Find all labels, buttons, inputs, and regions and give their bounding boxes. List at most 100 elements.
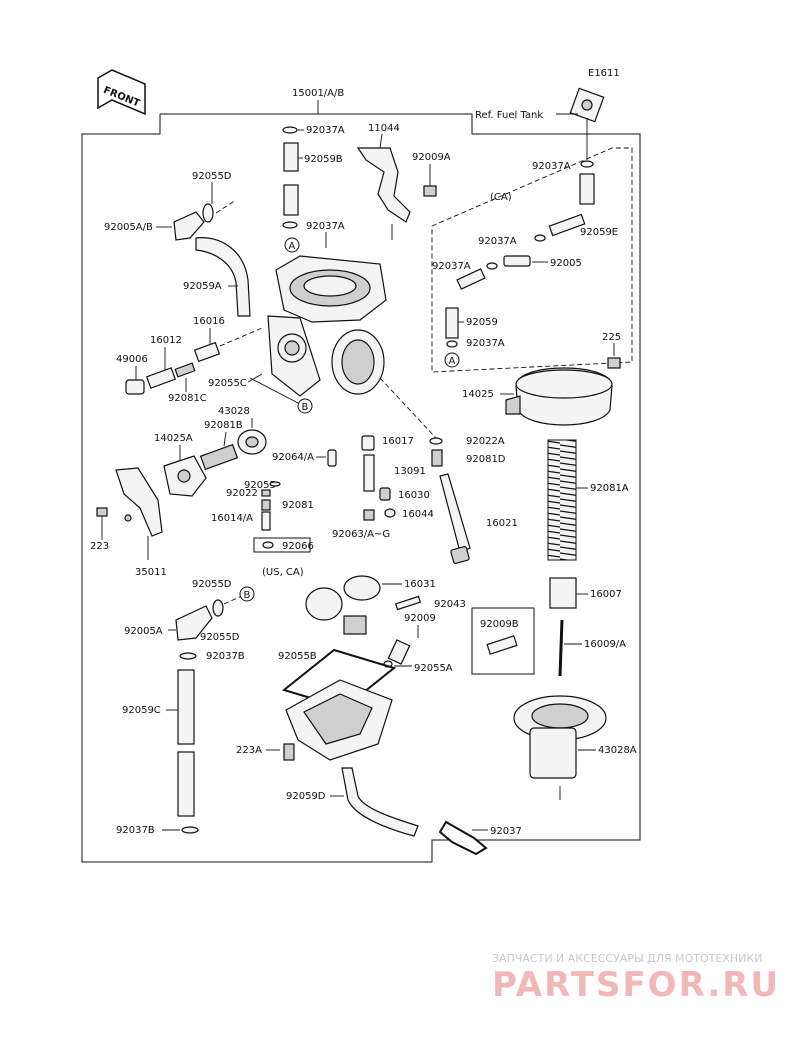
label-92059d: 92059D xyxy=(286,791,326,802)
label-13091: 13091 xyxy=(394,466,426,477)
label-92059c: 92059C xyxy=(122,705,161,716)
box-92009b xyxy=(471,607,535,675)
screw-225 xyxy=(607,357,621,369)
ca-subsection-frame xyxy=(431,147,633,373)
screw-223a xyxy=(283,743,295,761)
label-16044: 16044 xyxy=(402,509,434,520)
screw-92009b xyxy=(486,635,518,655)
label-11044: 11044 xyxy=(368,123,400,134)
clamp-92037a-r1 xyxy=(580,160,594,168)
label-14025: 14025 xyxy=(462,389,494,400)
diagram-ref-code: E1611 xyxy=(588,68,620,79)
watermark-brand: PARTSFOR.RU xyxy=(492,965,780,1005)
label-92043: 92043 xyxy=(434,599,466,610)
label-16017: 16017 xyxy=(382,436,414,447)
ref-circle-b-mid: B xyxy=(297,398,313,414)
bracket-35011 xyxy=(115,467,163,537)
ref-circle-b-low: B xyxy=(239,586,255,602)
assembly-frame xyxy=(81,113,641,863)
oring-92055d xyxy=(202,203,214,223)
clamp-92037a-top xyxy=(282,126,298,134)
hose-92059c-upper xyxy=(177,669,195,745)
label-92055d-b: 92055D xyxy=(192,579,232,590)
pin-92043 xyxy=(394,595,422,611)
label-225: 225 xyxy=(602,332,621,343)
label-ca: (CA) xyxy=(490,192,512,203)
label-ref-fuel-tank: Ref. Fuel Tank xyxy=(475,110,543,121)
label-92037a-2: 92037A xyxy=(306,221,345,232)
label-main-assembly: 15001/A/B xyxy=(292,88,344,99)
holder-16007 xyxy=(549,577,577,609)
us-ca-box xyxy=(253,537,311,553)
label-92005ab: 92005A/B xyxy=(104,222,153,233)
label-92005: 92005 xyxy=(550,258,582,269)
spring-92081 xyxy=(261,499,271,511)
fitting-92005ab xyxy=(173,211,205,241)
spring-92081c xyxy=(174,362,196,378)
clamp-92037b-b xyxy=(181,826,199,834)
label-92037a-top: 92037A xyxy=(306,125,345,136)
holder-16044 xyxy=(384,508,396,518)
valve-92005 xyxy=(503,255,531,267)
clamp-92037b xyxy=(179,652,197,660)
svg-text:B: B xyxy=(302,402,309,413)
label-92081: 92081 xyxy=(282,500,314,511)
label-92037a-r2: 92037A xyxy=(478,236,517,247)
choke-assembly-16031 xyxy=(305,575,381,635)
label-49006: 49006 xyxy=(116,354,148,365)
label-92066: 92066 xyxy=(282,541,314,552)
fuel-tank-fitting xyxy=(556,87,605,123)
spring-92081a xyxy=(547,439,577,561)
top-cover-14025 xyxy=(505,367,613,426)
oring-92055 xyxy=(269,481,281,487)
float-bowl xyxy=(285,679,393,761)
label-92081b: 92081B xyxy=(204,420,243,431)
screw-223 xyxy=(96,507,108,517)
label-92081d: 92081D xyxy=(466,454,506,465)
ref-circle-a-top: A xyxy=(284,237,300,253)
carburetor-body xyxy=(267,255,387,397)
label-92037b-b: 92037B xyxy=(116,825,155,836)
screw-92009 xyxy=(387,639,411,665)
hose-92059b-lower xyxy=(283,184,299,216)
label-us-ca: (US, CA) xyxy=(262,567,304,578)
cap-49006 xyxy=(125,379,145,395)
label-92055c: 92055C xyxy=(208,378,247,389)
clamp-92037a-2 xyxy=(282,221,298,229)
label-92009: 92009 xyxy=(404,613,436,624)
ref-circle-a-right: A xyxy=(444,352,460,368)
clamp-92037 xyxy=(438,820,488,856)
oring-92055d-b xyxy=(212,599,224,617)
label-92055d: 92055D xyxy=(192,171,232,182)
svg-text:A: A xyxy=(289,241,296,252)
jet-92063ag xyxy=(363,509,375,521)
label-16016: 16016 xyxy=(193,316,225,327)
label-92059b: 92059B xyxy=(304,154,343,165)
svg-text:B: B xyxy=(244,590,251,601)
label-16030: 16030 xyxy=(398,490,430,501)
label-16021: 16021 xyxy=(486,518,518,529)
clamp-92037a-r3 xyxy=(486,262,498,270)
slide-43028a xyxy=(513,695,607,779)
screw-16014a xyxy=(261,511,271,531)
label-43028a: 43028A xyxy=(598,745,637,756)
needle-jet-13091 xyxy=(363,454,375,492)
hose-92059 xyxy=(445,307,459,339)
spring-92081b xyxy=(199,443,239,471)
label-92055b: 92055B xyxy=(278,651,317,662)
label-92081a: 92081A xyxy=(590,483,629,494)
washer-92022a xyxy=(429,437,443,445)
label-92037a-r4: 92037A xyxy=(466,338,505,349)
spring-92081d xyxy=(431,449,443,467)
hose-92059b-upper xyxy=(283,142,299,172)
label-16014a: 16014/A xyxy=(211,513,253,524)
label-92037a-r1: 92037A xyxy=(532,161,571,172)
hose-ca-1 xyxy=(579,173,595,205)
label-92055a: 92055A xyxy=(414,663,453,674)
label-92055d-c: 92055D xyxy=(200,632,240,643)
label-92055-mid: 92055 xyxy=(244,480,276,491)
label-223a: 223A xyxy=(236,745,262,756)
label-92022a: 92022A xyxy=(466,436,505,447)
label-92037a-r3: 92037A xyxy=(432,261,471,272)
plunger-16012 xyxy=(145,367,177,389)
